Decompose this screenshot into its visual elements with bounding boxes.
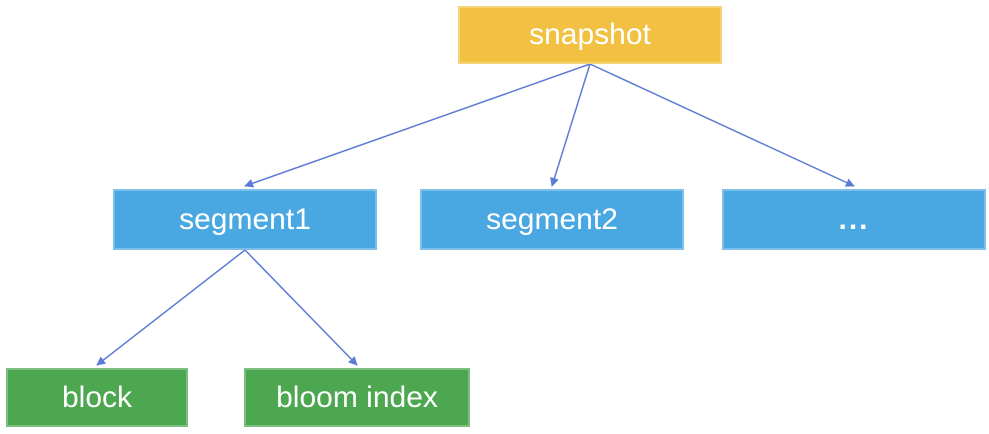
node-bloom-index-label: bloom index — [276, 380, 438, 414]
node-block-label: block — [61, 380, 133, 414]
node-block: block — [6, 368, 188, 427]
node-ellipsis: ... — [722, 189, 986, 250]
node-snapshot-label: snapshot — [529, 18, 651, 51]
node-segment2: segment2 — [420, 189, 684, 250]
node-segment1: segment1 — [113, 189, 377, 250]
node-segment2-label: segment2 — [486, 202, 618, 236]
node-snapshot: snapshot — [458, 6, 722, 64]
node-segment1-label: segment1 — [179, 202, 311, 236]
node-bloom-index: bloom index — [244, 368, 470, 427]
node-ellipsis-label: ... — [838, 202, 870, 236]
